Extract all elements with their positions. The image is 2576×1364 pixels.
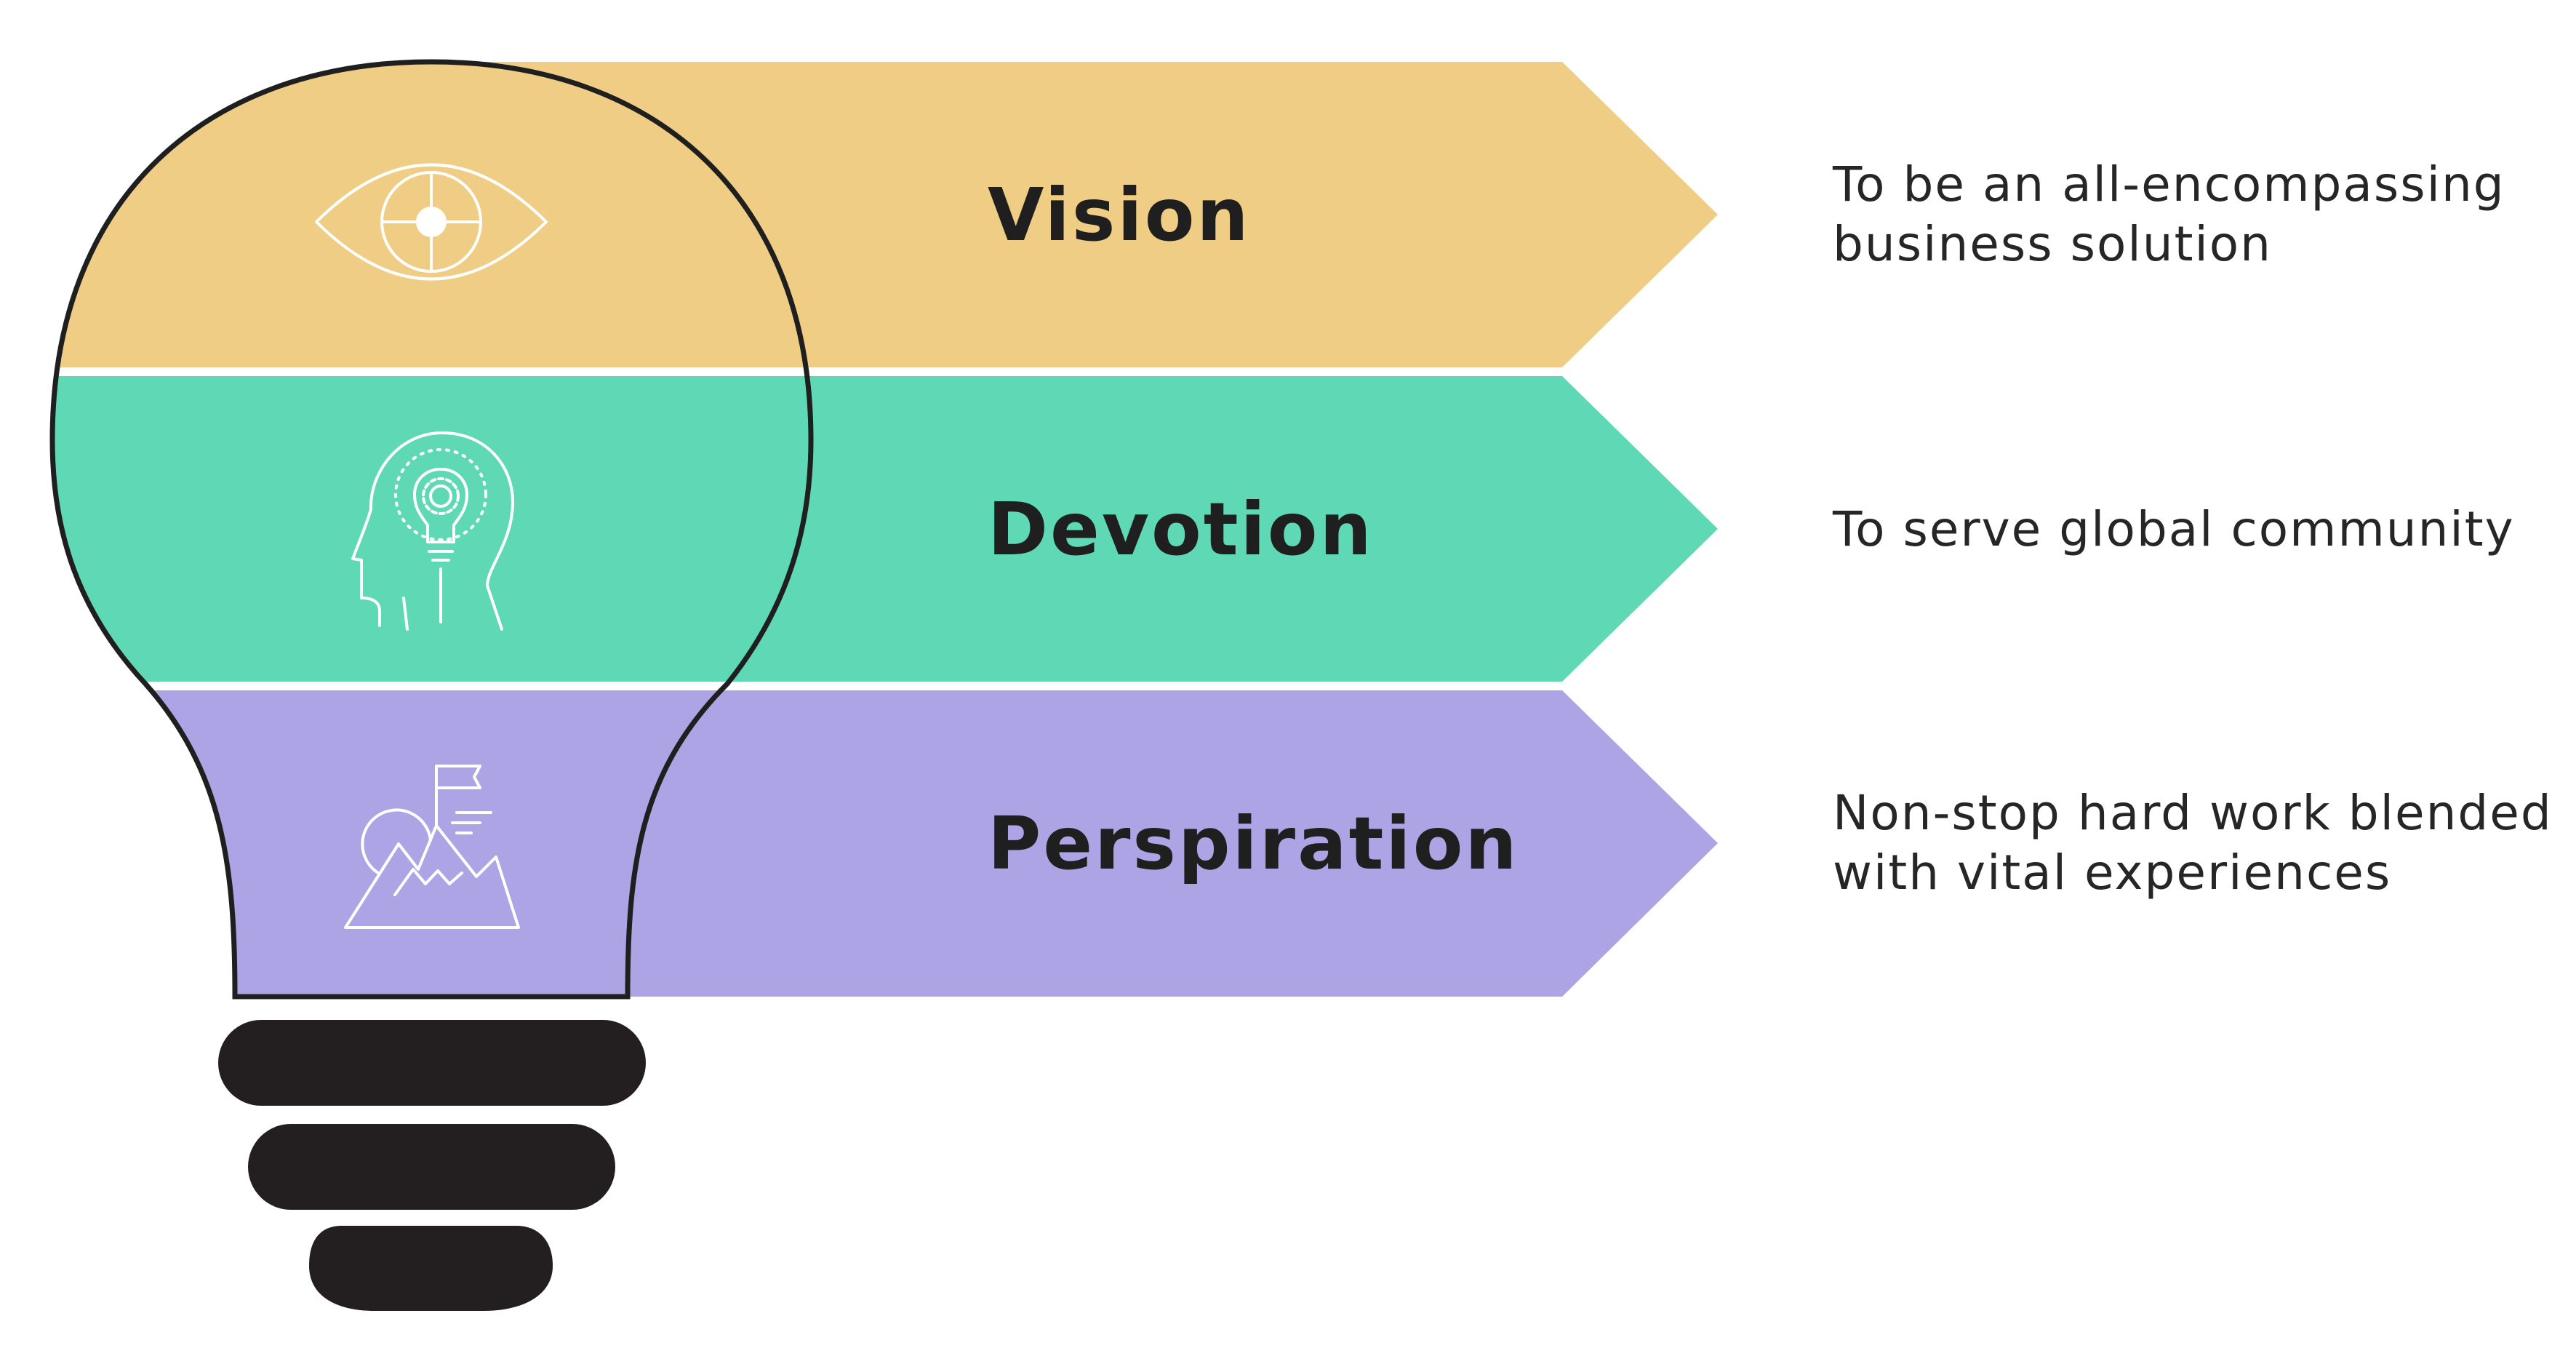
vision-description-line: To be an all-encompassing — [1833, 156, 2505, 212]
lightbulb-outline — [49, 59, 814, 1000]
base-cap — [309, 1226, 553, 1311]
vision-description: To be an all-encompassing business solut… — [1833, 155, 2567, 274]
base-ring-middle — [248, 1124, 615, 1210]
devotion-arrow — [431, 376, 1718, 682]
mountain-flag-icon — [344, 765, 520, 929]
perspiration-title: Perspiration — [988, 801, 1519, 886]
perspiration-description-line: Non-stop hard work blended — [1833, 785, 2553, 841]
base-ring-top — [218, 1020, 646, 1106]
devotion-description-line: To serve global community — [1833, 501, 2515, 557]
perspiration-arrow — [431, 690, 1718, 997]
devotion-band — [52, 376, 1718, 682]
vision-arrow — [431, 62, 1718, 367]
head-lightbulb-gear-icon — [351, 431, 514, 631]
perspiration-description-line: with vital experiences — [1833, 845, 2392, 901]
devotion-description: To serve global community — [1833, 500, 2567, 559]
vision-band — [52, 62, 1718, 367]
devotion-title: Devotion — [988, 487, 1374, 572]
vision-description-line: business solution — [1833, 216, 2272, 272]
vision-title: Vision — [988, 172, 1251, 258]
lightbulb-base — [218, 1020, 646, 1311]
perspiration-description: Non-stop hard work blended with vital ex… — [1833, 783, 2567, 903]
eye-target-icon — [315, 163, 548, 281]
